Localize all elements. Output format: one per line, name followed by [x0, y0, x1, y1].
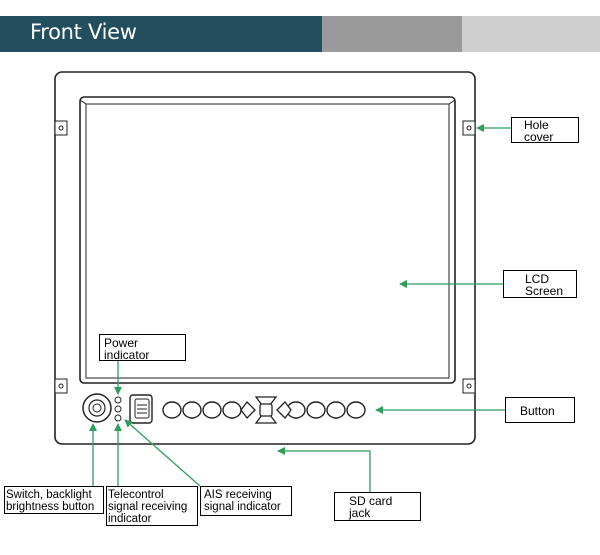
leader-lines [89, 124, 511, 492]
panel-button [162, 401, 182, 419]
banner-light-segment [462, 16, 600, 52]
page-title: Front View [30, 20, 137, 44]
hole-cover-bottom-left [54, 378, 68, 394]
panel-button [182, 401, 202, 419]
hole-cover-top-right [462, 120, 476, 136]
power-indicator-led [114, 396, 122, 404]
front-panel-buttons [162, 401, 366, 419]
backlight-knob [82, 393, 112, 423]
panel-button [326, 401, 346, 419]
hole-cover-top-left [54, 120, 68, 136]
label-power-indicator: Power indicator [99, 334, 186, 361]
panel-button [222, 401, 242, 419]
label-hole-cover: Hole cover [511, 117, 579, 143]
banner-dark-segment [0, 16, 322, 52]
panel-button [202, 401, 222, 419]
label-button: Button [505, 397, 575, 423]
label-switch-backlight: Switch, backlight brightness button [4, 486, 104, 514]
telecontrol-indicator-led [114, 405, 122, 413]
title-banner: Front View [0, 16, 600, 52]
direction-pad [240, 396, 292, 424]
label-ais-receiving: AIS receiving signal indicator [200, 486, 292, 516]
label-telecontrol: Telecontrol signal receiving indicator [106, 486, 198, 526]
label-sd-card-jack: SD card jack [334, 492, 421, 521]
panel-button [306, 401, 326, 419]
ais-indicator-led [114, 414, 122, 422]
panel-button [346, 401, 366, 419]
sd-card-arrow [277, 447, 371, 492]
label-lcd-screen: LCD Screen [503, 270, 577, 298]
ais-arrow [124, 419, 201, 487]
lcd-screen [79, 96, 456, 384]
sd-card-latch [129, 394, 153, 424]
banner-mid-segment [322, 16, 462, 52]
hole-cover-bottom-right [462, 378, 476, 394]
